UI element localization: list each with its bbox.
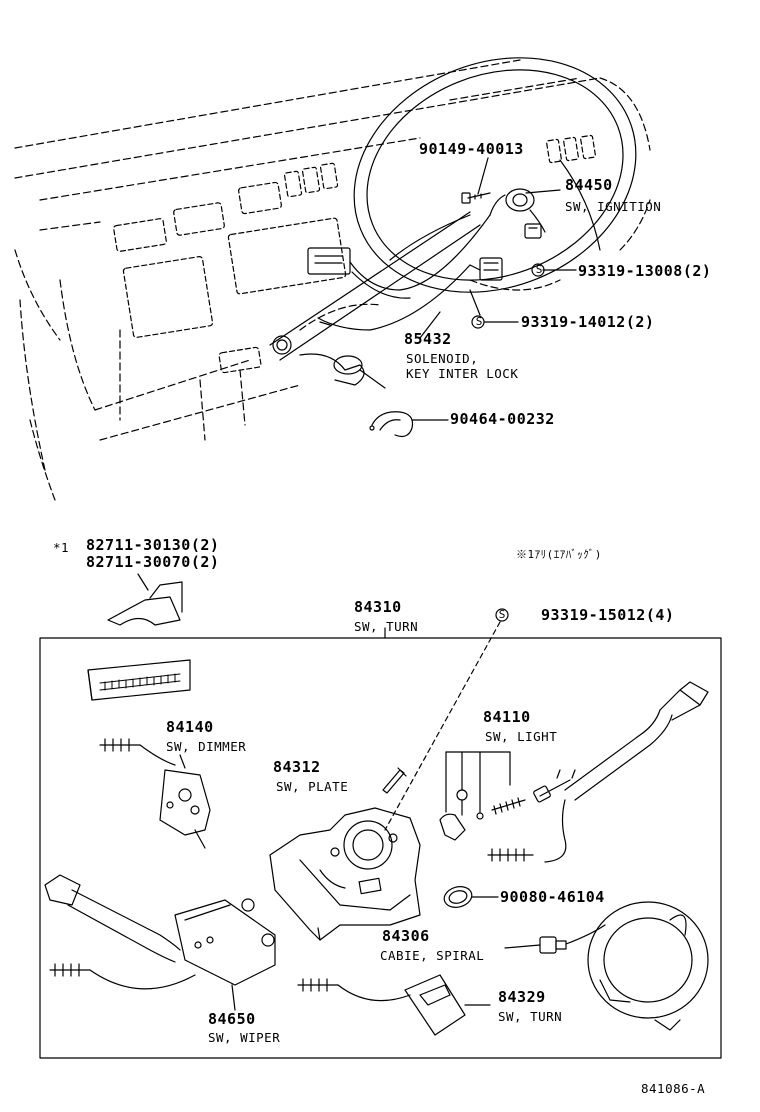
part-desc-ignition: SW, IGNITION	[565, 199, 662, 214]
part-number-85432: 85432	[404, 330, 452, 348]
part-desc-plate: SW, PLATE	[276, 779, 349, 794]
part-number-84140: 84140	[166, 718, 214, 736]
dashboard-illustration	[14, 57, 651, 622]
part-number-84310: 84310	[354, 598, 402, 616]
part-number-84650: 84650	[208, 1010, 256, 1028]
part-desc-wiper: SW, WIPER	[208, 1030, 281, 1045]
part-desc-solenoid-1: SOLENOID,	[406, 351, 479, 366]
part-number-93319-15012: 93319-15012(4)	[541, 606, 675, 624]
part-desc-dimmer: SW, DIMMER	[166, 739, 247, 754]
screw-symbol-14012: S	[475, 315, 483, 328]
part-desc-turn-84310: SW, TURN	[354, 619, 419, 634]
part-number-93319-13008: 93319-13008(2)	[578, 262, 712, 280]
part-number-93319-14012: 93319-14012(2)	[521, 313, 655, 331]
airbag-note: ※1ｱﾘ(ｴｱﾊﾞｯｸﾞ)	[516, 548, 602, 561]
part-desc-spiral: CABIE, SPIRAL	[380, 948, 485, 963]
part-number-84312: 84312	[273, 758, 321, 776]
part-number-90464-00232: 90464-00232	[450, 410, 555, 428]
part-number-84450: 84450	[565, 176, 613, 194]
turn-switch-assembly	[39, 573, 722, 1059]
part-number-84329: 84329	[498, 988, 546, 1006]
part-number-82711-30070: 82711-30070(2)	[86, 553, 220, 571]
part-number-82711-30130: 82711-30130(2)	[86, 536, 220, 554]
part-desc-light: SW, LIGHT	[485, 729, 558, 744]
part-number-84306: 84306	[382, 927, 430, 945]
part-desc-solenoid-2: KEY INTER LOCK	[406, 366, 519, 381]
part-number-90080-46104: 90080-46104	[500, 888, 605, 906]
part-number-90149-40013: 90149-40013	[419, 140, 524, 158]
star-mark: *1	[53, 540, 70, 555]
part-number-84110: 84110	[483, 708, 531, 726]
figure-code: 841086-A	[641, 1081, 706, 1096]
screw-symbol-15012: S	[498, 608, 506, 621]
part-desc-turn-84329: SW, TURN	[498, 1009, 563, 1024]
screw-symbol-13008: S	[535, 263, 543, 276]
